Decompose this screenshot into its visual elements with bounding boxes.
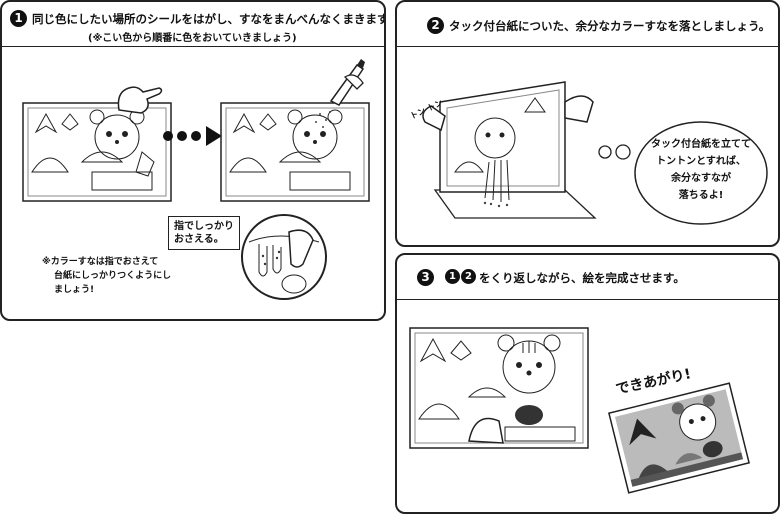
step3-ref-number-1: 1: [445, 269, 460, 284]
step2-board-tilted: [415, 72, 605, 222]
tip-bubble-text: タック付台紙を立てて トントンとすれば、 余分なすなが 落ちるよ!: [643, 136, 759, 204]
step3-title: をくり返しながら、絵を完成させます。: [479, 270, 685, 286]
press-callout-line1: 指でしっかり: [174, 220, 234, 233]
step1-title: 同じ色にしたい場所のシールをはがし、すなをまんべんなくまきます。: [32, 11, 386, 27]
press-callout-label: 指でしっかり おさえる。: [168, 216, 240, 250]
step2-title: タック付台紙についた、余分なカラーすなを落としましょう。: [449, 18, 770, 34]
step1-note: ※カラーすなは指でおさえて 台紙にしっかりつくようにし ましょう!: [42, 255, 171, 297]
step3-panel: 3 1 2 をくり返しながら、絵を完成させます。 できあがり!: [395, 253, 780, 514]
tip-line1: タック付台紙を立てて: [643, 136, 759, 153]
sequence-arrow-icon: [162, 126, 222, 146]
thought-dots-icon: [597, 142, 637, 162]
step1-note-line2: 台紙にしっかりつくようにし: [42, 269, 171, 283]
hand-peeling-icon: [114, 80, 164, 120]
step3-number-badge: 3: [417, 269, 434, 286]
step2-number-badge: 2: [427, 17, 444, 34]
zoom-detail-circle: [239, 212, 329, 302]
tip-line4: 落ちるよ!: [643, 187, 759, 204]
sand-bottle-icon: [327, 57, 367, 107]
step1-note-line3: ましょう!: [42, 283, 171, 297]
step1-board-after: [220, 102, 370, 202]
step1-note-line1: ※カラーすなは指でおさえて: [42, 255, 171, 269]
step1-number-badge: 1: [10, 10, 27, 27]
step1-subtitle: (※こい色から順番に色をおいていきましょう): [88, 29, 297, 44]
finished-picture: [609, 383, 749, 493]
step2-panel: 2 タック付台紙についた、余分なカラーすなを落としましょう。 トン トン タック…: [395, 0, 780, 247]
tip-line3: 余分なすなが: [643, 170, 759, 187]
tip-line2: トントンとすれば、: [643, 153, 759, 170]
step3-ref-number-2: 2: [461, 269, 476, 284]
step1-panel: 1 同じ色にしたい場所のシールをはがし、すなをまんべんなくまきます。 (※こい色…: [0, 0, 386, 321]
step3-board: [409, 327, 589, 452]
press-callout-line2: おさえる。: [174, 233, 234, 246]
